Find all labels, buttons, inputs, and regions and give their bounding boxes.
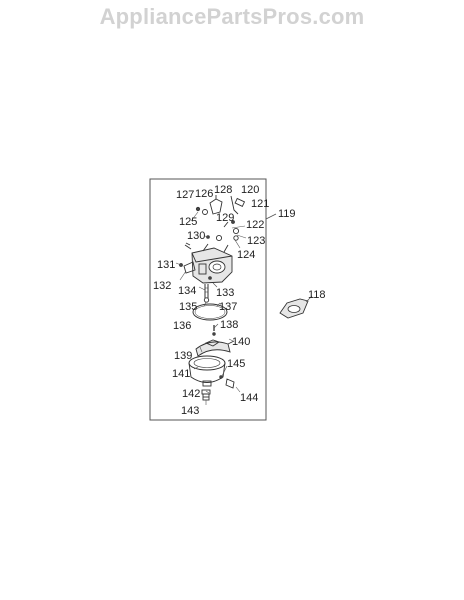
label-139: 139 [174, 350, 192, 362]
label-132: 132 [153, 280, 171, 292]
label-125: 125 [179, 216, 197, 228]
choke-linkage-parts [195, 195, 246, 242]
label-119: 119 [278, 208, 296, 220]
label-143: 143 [181, 405, 199, 417]
label-142: 142 [182, 388, 200, 400]
float-139 [195, 339, 235, 357]
label-134: 134 [178, 285, 196, 297]
gasket-118 [279, 298, 309, 319]
carburetor-body-133 [183, 243, 233, 284]
label-124: 124 [237, 249, 255, 261]
screws-left [179, 242, 192, 267]
main-jet-134 [203, 284, 210, 303]
label-118: 118 [308, 289, 326, 301]
drain-screw-144 [219, 375, 235, 389]
leader-118 [305, 295, 313, 303]
needle-138 [212, 325, 216, 336]
leader-lines [175, 211, 247, 405]
bowl-gasket-136 [192, 303, 228, 321]
label-121: 121 [251, 198, 269, 210]
label-133: 133 [216, 287, 234, 299]
label-123: 123 [247, 235, 265, 247]
label-141: 141 [172, 368, 190, 380]
watermark-logo: AppliancePartsPros.com [99, 4, 365, 29]
label-131: 131 [157, 259, 175, 271]
label-137: 137 [219, 301, 237, 313]
label-127: 127 [176, 189, 194, 201]
label-130: 130 [187, 230, 205, 242]
part-labels: 118 119 120 121 122 123 124 125 126 127 … [153, 184, 326, 417]
label-138: 138 [220, 319, 238, 331]
label-135: 135 [179, 301, 197, 313]
label-140: 140 [232, 336, 250, 348]
label-136: 136 [173, 320, 191, 332]
label-128: 128 [214, 184, 232, 196]
label-145: 145 [227, 358, 245, 370]
label-144: 144 [240, 392, 258, 404]
bowl-nut-142 [201, 389, 211, 401]
label-129: 129 [216, 212, 234, 224]
float-bowl-141 [188, 355, 226, 387]
assembly-frame [149, 178, 267, 421]
label-126: 126 [195, 188, 213, 200]
leader-119 [265, 213, 277, 220]
label-122: 122 [246, 219, 264, 231]
label-120: 120 [241, 184, 259, 196]
